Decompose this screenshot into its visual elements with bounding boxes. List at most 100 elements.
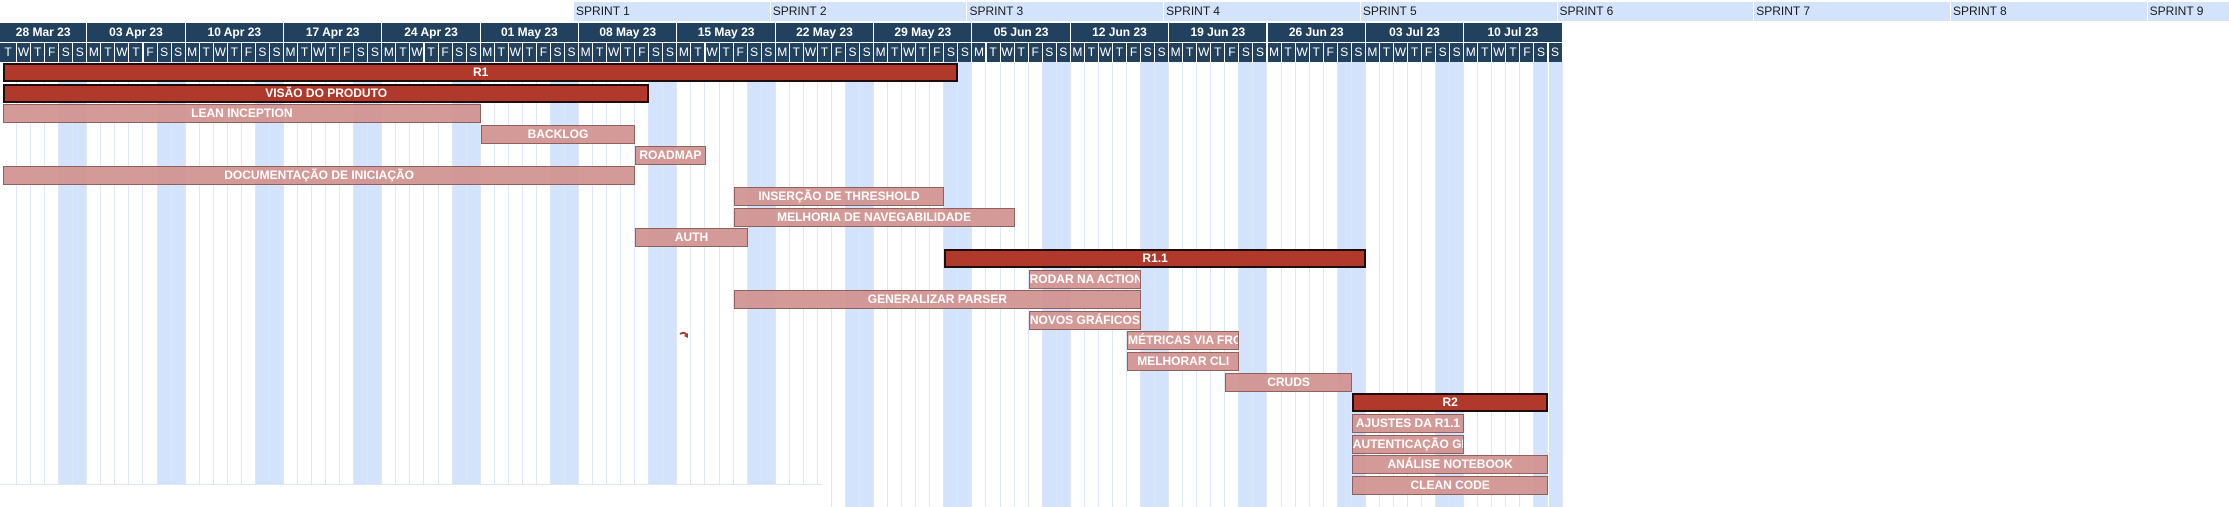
day-header-cell: W [213,43,228,62]
week-header-cell: 12 Jun 23 [1070,23,1170,42]
day-header-cell: S [452,43,467,62]
weekend-column [452,62,467,507]
day-column [579,62,594,507]
sprint-label: SPRINT 3 [967,2,1165,21]
day-header-cell: S [354,43,369,62]
sprint-label: SPRINT 9 [2147,2,2229,21]
weekend-column [269,62,284,507]
day-column [1506,62,1521,507]
day-column [340,62,355,507]
task-bar: RODAR NA ACTION [1028,269,1142,289]
day-header-cell: M [1464,43,1479,62]
weekend-column [59,62,74,507]
sprint-label: SPRINT 5 [1360,2,1558,21]
day-header-cell: S [171,43,186,62]
task-bar: NOVOS GRÁFICOS [1028,310,1142,330]
week-header-cell: 22 May 23 [775,23,875,42]
day-header-cell: T [1478,43,1493,62]
day-column [326,62,341,507]
day-header-cell: W [1000,43,1015,62]
day-header-cell: S [761,43,776,62]
day-header-cell: S [747,43,762,62]
task-bar: MELHORAR CLI [1127,352,1240,372]
day-header-cell: F [438,43,453,62]
day-header-cell: W [17,43,32,62]
release-bar: VISÃO DO PRODUTO [3,83,650,103]
weekend-column [944,62,959,507]
task-bar: ANÁLISE NOTEBOOK [1351,455,1549,475]
day-header-cell: T [1309,43,1324,62]
grid-footer [0,484,822,507]
day-header-cell: F [1422,43,1437,62]
day-header-cell: W [1393,43,1408,62]
day-header-cell: T [326,43,341,62]
day-column [1492,62,1507,507]
weekend-column [958,62,973,507]
day-header-cell: M [480,43,495,62]
day-header-cell: W [312,43,327,62]
day-header-cell: F [635,43,650,62]
day-header-cell: M [87,43,102,62]
day-header-cell: F [340,43,355,62]
day-header-cell: M [1365,43,1380,62]
weekend-column [368,62,383,507]
sprint-label: SPRINT 1 [574,2,771,21]
day-header-cell: W [1492,43,1507,62]
weekend-column [171,62,186,507]
sprint-label: SPRINT 8 [1950,2,2148,21]
day-column [1183,62,1198,507]
day-header-cell: S [663,43,678,62]
task-bar: AUTENTICAÇÃO GITLAB [1351,434,1465,454]
day-column [115,62,130,507]
day-column [1408,62,1423,507]
day-column [607,62,622,507]
week-header-cell: 26 Jun 23 [1267,23,1366,42]
day-column [523,62,537,507]
day-column [902,62,917,507]
day-column [284,62,299,507]
day-column [228,62,242,507]
day-column [734,62,748,507]
day-column [495,62,509,507]
weekend-column [1337,62,1352,507]
day-header-cell: S [1155,43,1170,62]
day-header-cell: M [677,43,692,62]
day-header-cell: T [719,43,734,62]
weekend-column [1155,62,1170,507]
day-column [776,62,790,507]
day-header-cell: F [930,43,945,62]
day-header-cell: T [494,43,509,62]
day-header-cell: W [803,43,818,62]
day-header-cell: S [550,43,565,62]
day-column [1296,62,1310,507]
day-header-cell: T [1014,43,1029,62]
day-header-cell: T [1506,43,1521,62]
day-column [312,62,327,507]
day-header-cell: S [269,43,284,62]
task-bar: GENERALIZAR PARSER [733,290,1142,310]
release-bar: R1 [3,63,959,82]
day-header-cell: S [59,43,74,62]
day-header-cell: W [705,43,720,62]
weekend-column [1548,62,1563,507]
weekend-column [761,62,776,507]
day-header-cell: S [1337,43,1352,62]
day-header-cell: T [1281,43,1296,62]
day-header-cell: T [916,43,931,62]
week-header-cell: 08 May 23 [579,23,678,42]
day-header-cell: F [1323,43,1338,62]
day-header-cell: T [789,43,804,62]
day-header-cell: S [649,43,664,62]
release-bar: R2 [1351,393,1549,413]
day-column [1520,62,1535,507]
day-column [0,62,18,507]
day-header-cell: S [157,43,172,62]
day-header-cell: T [1112,43,1127,62]
sprint-label: SPRINT 4 [1164,2,1361,21]
day-header-cell: T [621,43,636,62]
day-header-cell: M [185,43,200,62]
day-header-cell: M [775,43,790,62]
week-header-cell: 03 Apr 23 [87,23,186,42]
weekend-column [354,62,369,507]
day-header-cell: F [143,43,158,62]
